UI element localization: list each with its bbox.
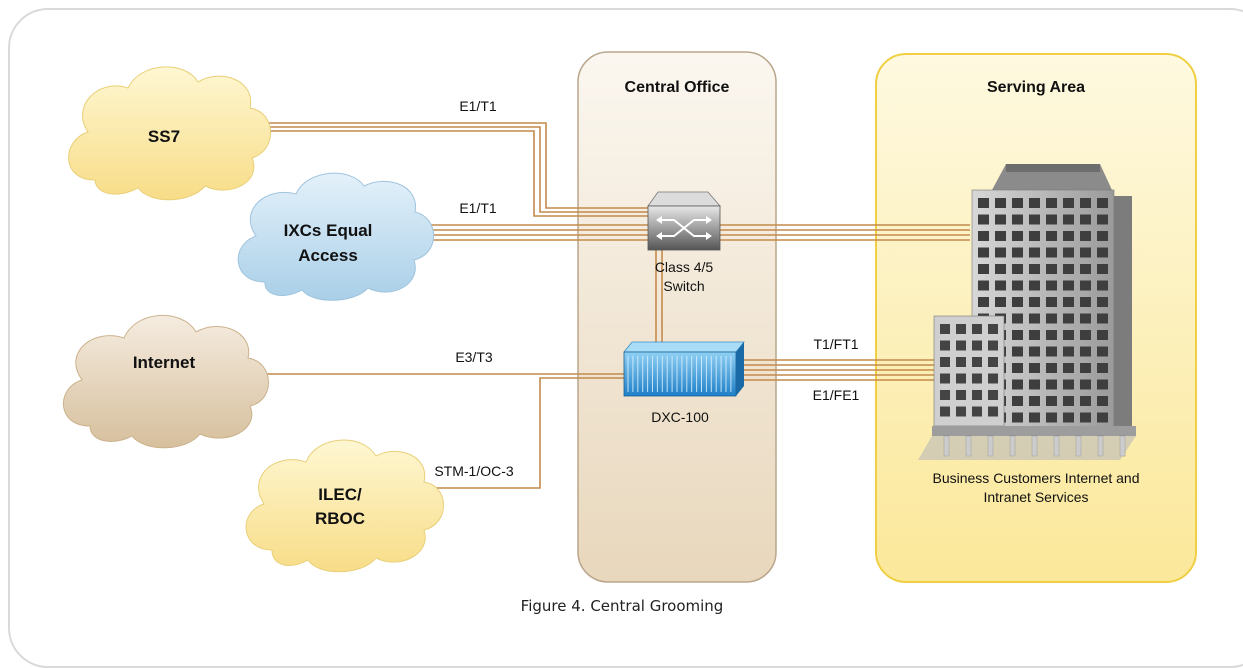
dxc-label: DXC-100 (651, 409, 709, 425)
switch-label-line1: Class 4/5 (655, 259, 714, 275)
ilec-label-line2: RBOC (315, 509, 365, 528)
link-lines (258, 122, 970, 489)
ixcs-cloud: IXCs Equal Access (237, 172, 435, 301)
ss7-link-line (258, 126, 650, 213)
internet-cloud: Internet (63, 314, 269, 449)
central-grooming-diagram: Central Office Serving Area (63, 51, 1197, 615)
internet-label: Internet (133, 353, 196, 372)
ilec-link-line (418, 377, 624, 489)
customer-link-label-bottom: E1/FE1 (813, 387, 860, 403)
ss7-link-label: E1/T1 (459, 98, 497, 114)
ss7-cloud: SS7 (68, 66, 271, 201)
serving-area-title: Serving Area (987, 79, 1085, 96)
switch-label-line2: Switch (663, 278, 704, 294)
building-caption-line2: Intranet Services (983, 489, 1088, 505)
class-switch-icon (647, 191, 721, 251)
ss7-link-line (258, 130, 650, 217)
ss7-label: SS7 (148, 127, 180, 146)
ixcs-label-line2: Access (298, 246, 358, 265)
ilec-link-label: STM-1/OC-3 (434, 463, 514, 479)
customer-link-label-top: T1/FT1 (813, 336, 858, 352)
central-office-zone: Central Office (577, 51, 777, 583)
building-caption-line1: Business Customers Internet and (933, 470, 1140, 486)
central-office-title: Central Office (625, 79, 730, 96)
figure-caption: Figure 4. Central Grooming (521, 597, 724, 615)
ixcs-link-label: E1/T1 (459, 200, 497, 216)
ss7-link-line (258, 122, 650, 209)
internet-link-label: E3/T3 (455, 349, 493, 365)
ilec-label-line1: ILEC/ (318, 485, 362, 504)
office-building-icon (918, 164, 1136, 460)
ixcs-label-line1: IXCs Equal (284, 221, 373, 240)
ilec-cloud: ILEC/ RBOC (245, 439, 444, 573)
dxc-100-icon (623, 341, 745, 397)
